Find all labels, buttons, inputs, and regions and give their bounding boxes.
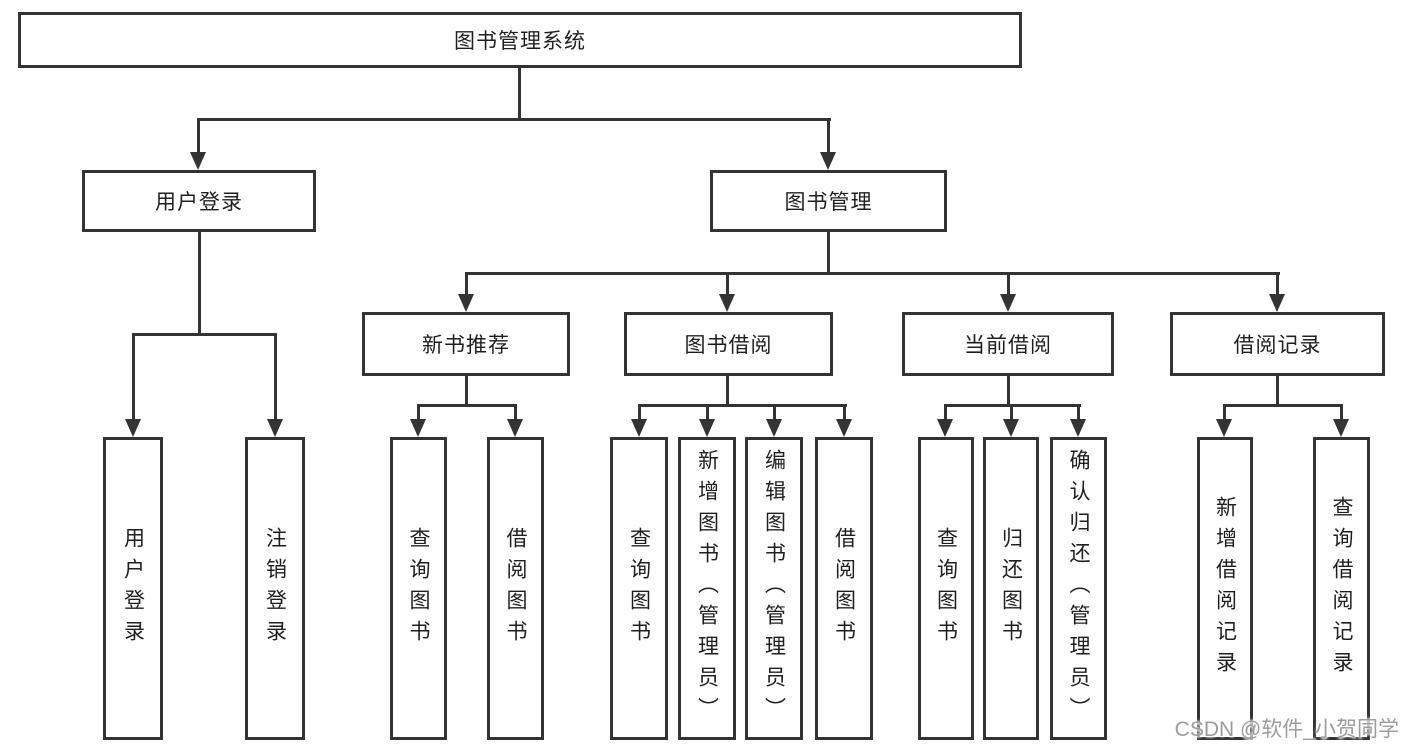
leaf-user-login: 用户登录 <box>103 437 163 740</box>
connector-line <box>1340 406 1343 422</box>
node-new-book-recommend-label: 新书推荐 <box>422 334 510 357</box>
connector-line <box>1007 274 1010 298</box>
connector-line <box>197 118 831 121</box>
connector-line <box>944 406 947 422</box>
arrow-down-icon <box>507 419 523 437</box>
arrow-down-icon <box>836 419 852 437</box>
connector-line <box>1223 404 1343 407</box>
node-user-login: 用户登录 <box>82 170 316 232</box>
connector-line <box>1010 406 1013 422</box>
node-book-management: 图书管理 <box>710 170 947 232</box>
leaf-query-books-2: 查询图书 <box>610 437 668 740</box>
connector-line <box>465 376 468 406</box>
arrow-down-icon <box>1003 419 1019 437</box>
connector-line <box>518 68 521 121</box>
arrow-down-icon <box>125 419 141 437</box>
node-book-management-label: 图书管理 <box>784 191 873 214</box>
node-book-borrow: 图书借阅 <box>624 312 833 376</box>
connector-line <box>1007 376 1010 406</box>
leaf-return-books: 归还图书 <box>983 437 1039 740</box>
leaf-query-borrow-record: 查询借阅记录 <box>1313 437 1370 740</box>
node-borrow-records-label: 借阅记录 <box>1233 334 1322 357</box>
arrow-down-icon <box>937 419 953 437</box>
node-root-label: 图书管理系统 <box>454 30 586 53</box>
connector-line <box>773 406 776 422</box>
leaf-logout: 注销登录 <box>245 437 305 740</box>
csdn-watermark: CSDN @软件_小贺同学 <box>1174 718 1399 741</box>
leaf-add-books-admin-label: 新增图书（管理员） <box>695 449 719 728</box>
arrow-down-icon <box>1070 419 1086 437</box>
connector-line <box>132 335 135 423</box>
leaf-borrow-books-2: 借阅图书 <box>815 437 873 740</box>
arrow-down-icon <box>410 419 426 437</box>
leaf-add-borrow-record-label: 新增借阅记录 <box>1213 495 1237 682</box>
leaf-query-books-3-label: 查询图书 <box>934 526 958 651</box>
connector-line <box>465 272 1280 275</box>
arrow-down-icon <box>1333 419 1349 437</box>
arrow-down-icon <box>631 419 647 437</box>
node-book-borrow-label: 图书借阅 <box>684 334 773 357</box>
connector-line <box>827 118 830 156</box>
arrow-down-icon <box>719 294 735 312</box>
leaf-user-login-label: 用户登录 <box>121 526 145 651</box>
connector-line <box>638 404 847 407</box>
connector-line <box>417 406 420 422</box>
arrow-down-icon <box>190 152 206 170</box>
leaf-query-books-3: 查询图书 <box>918 437 974 740</box>
node-user-login-label: 用户登录 <box>155 191 243 214</box>
connector-line <box>827 232 830 275</box>
arrow-down-icon <box>1000 294 1016 312</box>
connector-line <box>944 404 1081 407</box>
connector-line <box>132 333 277 336</box>
leaf-add-books-admin: 新增图书（管理员） <box>678 437 736 740</box>
connector-line <box>1223 406 1226 422</box>
arrow-down-icon <box>1216 419 1232 437</box>
node-new-book-recommend: 新书推荐 <box>362 312 570 376</box>
node-borrow-records: 借阅记录 <box>1170 312 1385 376</box>
connector-line <box>843 406 846 422</box>
connector-line <box>514 406 517 422</box>
arrow-down-icon <box>699 419 715 437</box>
leaf-confirm-return-admin-label: 确认归还（管理员） <box>1067 449 1090 728</box>
connector-line <box>1276 376 1279 406</box>
connector-line <box>726 274 729 298</box>
leaf-logout-label: 注销登录 <box>263 526 287 651</box>
connector-line <box>197 118 200 156</box>
connector-line <box>274 335 277 423</box>
connector-line <box>198 232 201 336</box>
arrow-down-icon <box>766 419 782 437</box>
leaf-query-books-1: 查询图书 <box>390 437 447 740</box>
leaf-borrow-books-1-label: 借阅图书 <box>504 526 527 651</box>
leaf-confirm-return-admin: 确认归还（管理员） <box>1050 437 1107 740</box>
node-current-borrow-label: 当前借阅 <box>964 334 1052 357</box>
leaf-add-borrow-record: 新增借阅记录 <box>1197 437 1253 740</box>
connector-line <box>1077 406 1080 422</box>
leaf-borrow-books-2-label: 借阅图书 <box>832 526 856 651</box>
arrow-down-icon <box>267 419 283 437</box>
node-root: 图书管理系统 <box>18 12 1022 68</box>
arrow-down-icon <box>458 294 474 312</box>
connector-line <box>706 406 709 422</box>
connector-line <box>638 406 641 422</box>
leaf-query-books-2-label: 查询图书 <box>627 526 651 651</box>
leaf-query-borrow-record-label: 查询借阅记录 <box>1330 495 1353 682</box>
connector-line <box>1276 274 1279 298</box>
leaf-return-books-label: 归还图书 <box>999 526 1023 651</box>
leaf-query-books-1-label: 查询图书 <box>407 526 430 651</box>
arrow-down-icon <box>820 152 836 170</box>
connector-line <box>417 404 517 407</box>
arrow-down-icon <box>1269 294 1285 312</box>
leaf-borrow-books-1: 借阅图书 <box>487 437 544 740</box>
node-current-borrow: 当前借阅 <box>902 312 1114 376</box>
leaf-edit-books-admin: 编辑图书（管理员） <box>745 437 803 740</box>
connector-line <box>726 376 729 406</box>
connector-line <box>465 274 468 298</box>
leaf-edit-books-admin-label: 编辑图书（管理员） <box>762 449 786 728</box>
